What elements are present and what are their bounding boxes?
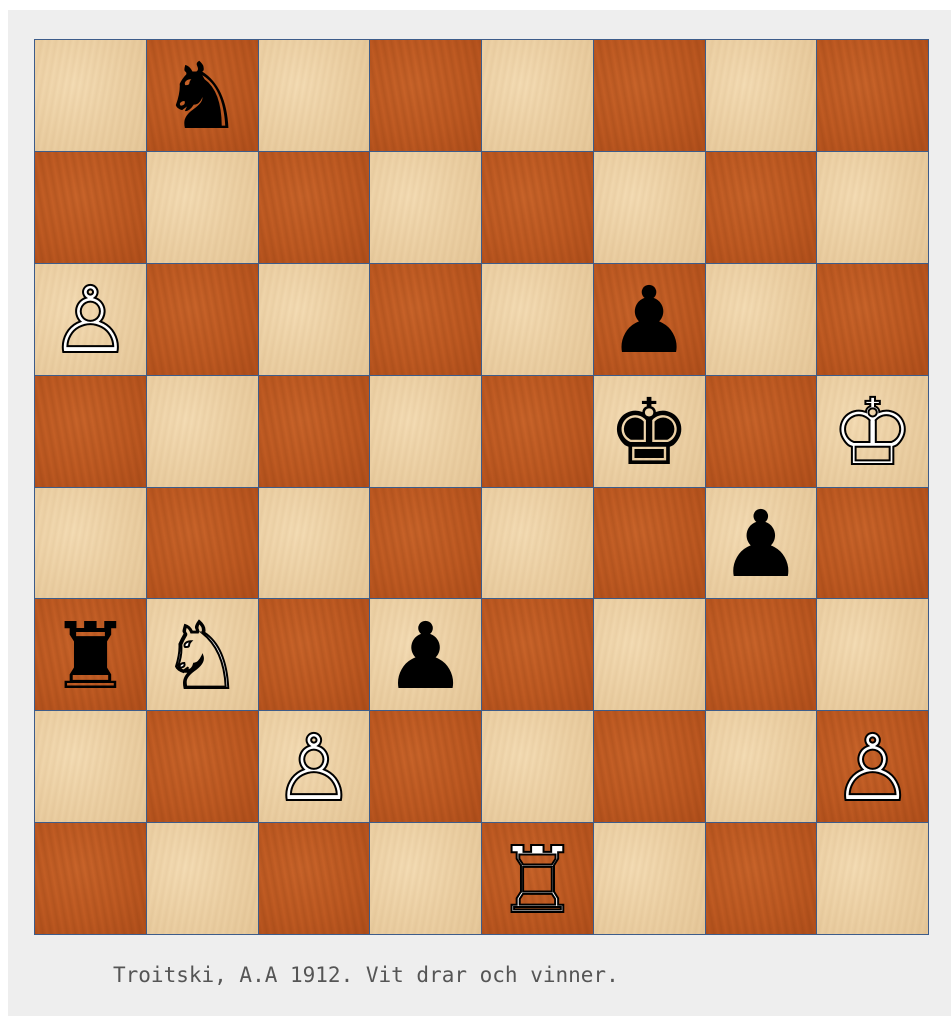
square-c1[interactable] [259, 823, 370, 934]
square-h3[interactable] [817, 599, 928, 710]
square-f1[interactable] [594, 823, 705, 934]
square-d2[interactable] [370, 711, 481, 822]
square-b4[interactable] [147, 488, 258, 599]
square-c5[interactable] [259, 376, 370, 487]
square-e4[interactable] [482, 488, 593, 599]
square-d4[interactable] [370, 488, 481, 599]
square-e3[interactable] [482, 599, 593, 710]
square-c6[interactable] [259, 264, 370, 375]
square-b7[interactable] [147, 152, 258, 263]
square-g3[interactable] [706, 599, 817, 710]
puzzle-caption: Troitski, A.A 1912. Vit drar och vinner. [113, 963, 619, 987]
square-f7[interactable] [594, 152, 705, 263]
square-h1[interactable] [817, 823, 928, 934]
white-king-icon[interactable]: ♔ [831, 387, 913, 479]
square-f8[interactable] [594, 40, 705, 151]
square-e2[interactable] [482, 711, 593, 822]
square-a8[interactable] [35, 40, 146, 151]
diagram-panel: ♞ ♙ ♟ ♚ ♔ ♟ ♜ ♘ ♟ ♙ ♙ ♖ Troitski, A.A 1912. Vit dra… [8, 10, 951, 1016]
square-d1[interactable] [370, 823, 481, 934]
square-a7[interactable] [35, 152, 146, 263]
square-a2[interactable] [35, 711, 146, 822]
white-rook-icon[interactable]: ♖ [496, 835, 578, 927]
square-d8[interactable] [370, 40, 481, 151]
square-a1[interactable] [35, 823, 146, 934]
square-b3[interactable]: ♘ [147, 599, 258, 710]
square-h8[interactable] [817, 40, 928, 151]
square-g4[interactable]: ♟ [706, 488, 817, 599]
square-e5[interactable] [482, 376, 593, 487]
square-b2[interactable] [147, 711, 258, 822]
square-g6[interactable] [706, 264, 817, 375]
square-e6[interactable] [482, 264, 593, 375]
square-d6[interactable] [370, 264, 481, 375]
square-f3[interactable] [594, 599, 705, 710]
white-knight-icon[interactable]: ♘ [161, 611, 243, 703]
black-king-icon[interactable]: ♚ [608, 387, 690, 479]
square-d7[interactable] [370, 152, 481, 263]
square-g8[interactable] [706, 40, 817, 151]
square-c4[interactable] [259, 488, 370, 599]
square-h7[interactable] [817, 152, 928, 263]
square-c3[interactable] [259, 599, 370, 710]
black-pawn-icon[interactable]: ♟ [608, 275, 690, 367]
square-b8[interactable]: ♞ [147, 40, 258, 151]
square-c7[interactable] [259, 152, 370, 263]
square-h4[interactable] [817, 488, 928, 599]
square-e1[interactable]: ♖ [482, 823, 593, 934]
white-pawn-icon[interactable]: ♙ [273, 723, 355, 815]
square-b6[interactable] [147, 264, 258, 375]
square-a6[interactable]: ♙ [35, 264, 146, 375]
black-rook-icon[interactable]: ♜ [49, 611, 131, 703]
square-h6[interactable] [817, 264, 928, 375]
square-b1[interactable] [147, 823, 258, 934]
chess-board: ♞ ♙ ♟ ♚ ♔ ♟ ♜ ♘ ♟ ♙ ♙ ♖ [34, 39, 929, 935]
square-h5[interactable]: ♔ [817, 376, 928, 487]
square-e7[interactable] [482, 152, 593, 263]
square-g2[interactable] [706, 711, 817, 822]
square-e8[interactable] [482, 40, 593, 151]
square-g7[interactable] [706, 152, 817, 263]
square-g5[interactable] [706, 376, 817, 487]
square-d5[interactable] [370, 376, 481, 487]
white-pawn-icon[interactable]: ♙ [49, 275, 131, 367]
square-a4[interactable] [35, 488, 146, 599]
square-d3[interactable]: ♟ [370, 599, 481, 710]
square-f4[interactable] [594, 488, 705, 599]
black-pawn-icon[interactable]: ♟ [384, 611, 466, 703]
square-a5[interactable] [35, 376, 146, 487]
black-pawn-icon[interactable]: ♟ [720, 499, 802, 591]
square-f5[interactable]: ♚ [594, 376, 705, 487]
square-b5[interactable] [147, 376, 258, 487]
square-f2[interactable] [594, 711, 705, 822]
black-knight-icon[interactable]: ♞ [161, 51, 243, 143]
square-a3[interactable]: ♜ [35, 599, 146, 710]
square-c8[interactable] [259, 40, 370, 151]
square-f6[interactable]: ♟ [594, 264, 705, 375]
square-g1[interactable] [706, 823, 817, 934]
square-h2[interactable]: ♙ [817, 711, 928, 822]
white-pawn-icon[interactable]: ♙ [831, 723, 913, 815]
square-c2[interactable]: ♙ [259, 711, 370, 822]
